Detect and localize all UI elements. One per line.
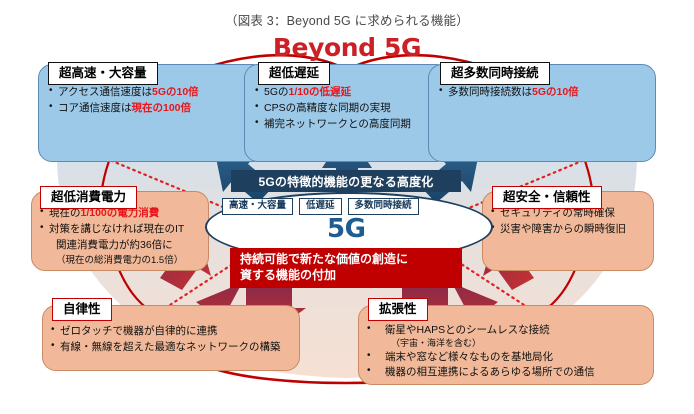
list-item: 衛星やHAPSとのシームレスな接続 bbox=[363, 322, 647, 337]
tag-low-latency: 低遅延 bbox=[299, 198, 342, 216]
list-item: 端末や窓など様々なものを基地局化 bbox=[363, 349, 647, 364]
list-item: 機器の相互連携によるあらゆる場所での通信 bbox=[363, 364, 647, 379]
list-item: コア通信速度は現在の100倍 bbox=[49, 100, 256, 115]
bullet-list: 5Gの1/10の低遅延 CPSの高精度な同期の実現 補完ネットワークとの高度同期 bbox=[255, 84, 440, 132]
center-5g-label: 5G bbox=[327, 214, 366, 244]
list-item: 対策を講じなければ現在のIT bbox=[40, 221, 202, 236]
banner-line-1: 持続可能で新たな価値の創造に bbox=[240, 252, 409, 266]
arrow-up-center bbox=[322, 131, 372, 196]
card-heading-ultra-secure-reliable: 超安全・信頼性 bbox=[492, 186, 602, 210]
bullet-list: アクセス通信速度は5Gの10倍 コア通信速度は現在の100倍 bbox=[49, 84, 256, 115]
card-heading-autonomy: 自律性 bbox=[52, 298, 112, 322]
card-body: 現在の1/100の電力消費 対策を講じなければ現在のIT 関連消費電力が約36倍… bbox=[32, 192, 208, 270]
tag-massive-connection: 多数同時接続 bbox=[347, 198, 419, 216]
card-heading-extensibility: 拡張性 bbox=[368, 298, 428, 322]
card-body: 5Gの1/10の低遅延 CPSの高精度な同期の実現 補完ネットワークとの高度同期 bbox=[245, 65, 449, 161]
list-item: 補完ネットワークとの高度同期 bbox=[255, 116, 440, 131]
list-item: 現在の1/100の電力消費 bbox=[40, 205, 202, 220]
card-ultra-low-latency: 5Gの1/10の低遅延 CPSの高精度な同期の実現 補完ネットワークとの高度同期 bbox=[244, 64, 450, 162]
center-tag-row: 高速・大容量 低遅延 多数同時接続 bbox=[222, 198, 419, 216]
banner-line-2: 資する機能の付加 bbox=[240, 267, 337, 282]
highlight-value: 現在の100倍 bbox=[131, 102, 192, 115]
card-body: 多数同時接続数は5Gの10倍 bbox=[429, 65, 655, 161]
list-item: CPSの高精度な同期の実現 bbox=[255, 100, 440, 115]
highlight-value: 1/100の電力消費 bbox=[80, 207, 160, 219]
bullet-list: 現在の1/100の電力消費 対策を講じなければ現在のIT 関連消費電力が約36倍… bbox=[40, 205, 202, 267]
bullet-list: ゼロタッチで機器が自律的に連携 有線・無線を超えた最適なネットワークの構築 bbox=[51, 323, 293, 354]
card-heading-ultra-high-speed: 超高速・大容量 bbox=[48, 62, 158, 86]
list-item: アクセス通信速度は5Gの10倍 bbox=[49, 84, 256, 99]
card-body: アクセス通信速度は5Gの10倍 コア通信速度は現在の100倍 bbox=[39, 65, 265, 161]
list-item: ゼロタッチで機器が自律的に連携 bbox=[51, 323, 293, 338]
card-body: ゼロタッチで機器が自律的に連携 有線・無線を超えた最適なネットワークの構築 bbox=[43, 306, 299, 370]
figure-caption: （図表 3：Beyond 5G に求められる機能） bbox=[225, 14, 469, 28]
highlight-value: 5Gの10倍 bbox=[151, 86, 199, 98]
list-item: 関連消費電力が約36倍に bbox=[56, 239, 173, 252]
card-heading-ultra-low-power: 超低消費電力 bbox=[40, 186, 138, 210]
highlight-value: 1/10の低遅延 bbox=[288, 86, 351, 98]
bullet-list: セキュリティの常時確保 災害や障害からの瞬時復旧 bbox=[491, 205, 647, 236]
list-item: （宇宙・海洋を含む） bbox=[391, 338, 482, 349]
page-title: Beyond 5G bbox=[272, 33, 422, 62]
bullet-list: 多数同時接続数は5Gの10倍 bbox=[439, 84, 646, 99]
card-heading-ultra-low-latency: 超低遅延 bbox=[258, 62, 331, 86]
list-item: 災害や障害からの瞬時復旧 bbox=[491, 221, 647, 236]
highlight-value: 5Gの10倍 bbox=[532, 86, 579, 98]
list-item: 有線・無線を超えた最適なネットワークの構築 bbox=[51, 339, 293, 354]
card-heading-massive-connectivity: 超多数同時接続 bbox=[440, 62, 550, 86]
list-item: 多数同時接続数は5Gの10倍 bbox=[439, 84, 646, 99]
center-band-label: 5Gの特徴的機能の更なる高度化 bbox=[231, 170, 461, 192]
dotted-connector-left-upper bbox=[98, 154, 244, 217]
bullet-list: 衛星やHAPSとのシームレスな接続 （宇宙・海洋を含む） 端末や窓など様々なもの… bbox=[363, 322, 647, 380]
card-body: 衛星やHAPSとのシームレスな接続 （宇宙・海洋を含む） 端末や窓など様々なもの… bbox=[359, 306, 653, 384]
dotted-connector-right-upper bbox=[450, 154, 596, 217]
list-item: 5Gの1/10の低遅延 bbox=[255, 84, 440, 99]
tag-high-speed: 高速・大容量 bbox=[222, 198, 294, 216]
list-item: セキュリティの常時確保 bbox=[491, 205, 647, 220]
list-item: （現在の総消費電力の1.5倍） bbox=[56, 254, 184, 266]
center-red-banner: 持続可能で新たな価値の創造に 資する機能の付加 bbox=[230, 248, 462, 288]
